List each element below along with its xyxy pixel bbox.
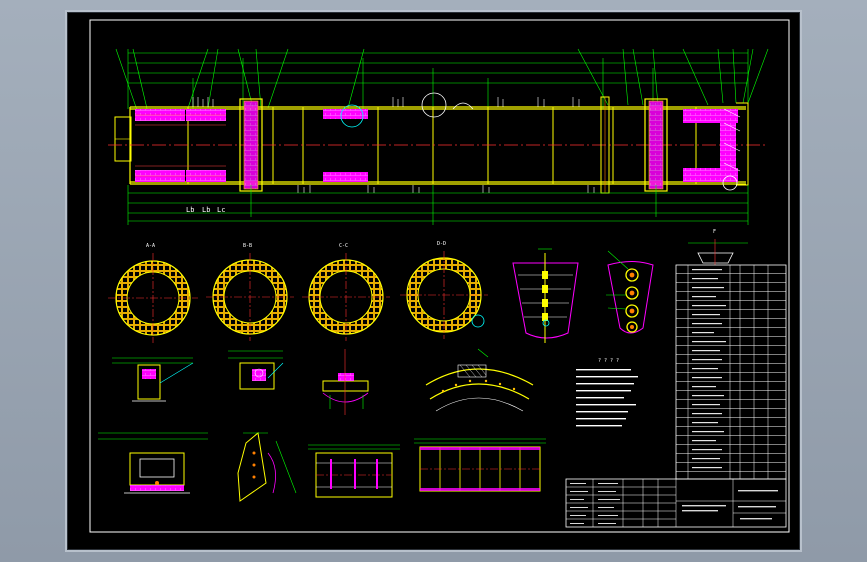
section-a[interactable]: A-A	[108, 243, 198, 343]
section-a-label: A-A	[146, 243, 155, 249]
section-b[interactable]: B-B	[206, 243, 294, 341]
parts-list-table[interactable]	[675, 264, 787, 480]
dim-mark-lb2: Lb	[202, 206, 210, 214]
detail-flight[interactable]	[237, 432, 297, 502]
section-c-label: C-C	[339, 243, 348, 249]
shell-ticks	[192, 97, 595, 193]
detail-arc-lining[interactable]	[425, 348, 534, 412]
dim-mark-lb1: Lb	[186, 206, 194, 214]
detail-support[interactable]	[98, 432, 208, 494]
detail-seal-1[interactable]	[112, 357, 194, 402]
kiln-shell	[129, 106, 746, 185]
drawing-svg: Lb Lb Lc A-A B-B	[89, 19, 790, 533]
detail-spreader[interactable]	[414, 438, 546, 492]
drawing-frame	[89, 19, 790, 533]
section-views[interactable]: A-A B-B C-C	[108, 241, 488, 343]
refractory-lining	[135, 109, 738, 182]
detail-circles	[340, 92, 474, 128]
view-f[interactable]: F	[688, 229, 748, 265]
section-d[interactable]: D-D	[400, 241, 488, 339]
parts-list-entries	[692, 269, 726, 469]
technical-notes: ? ? ? ?	[576, 358, 638, 427]
brick-fan-detail[interactable]	[512, 248, 579, 343]
notes-title: ? ? ? ?	[598, 358, 619, 364]
section-b-label: B-B	[243, 243, 252, 249]
section-d-label: D-D	[437, 241, 446, 247]
kiln-elevation[interactable]: Lb Lb Lc	[108, 48, 769, 225]
roller-chain-detail[interactable]	[606, 250, 654, 334]
part-leaders-top	[115, 48, 769, 114]
drawing-canvas[interactable]: Lb Lb Lc A-A B-B	[68, 13, 799, 549]
bottom-dimensions	[127, 185, 749, 225]
shell-joints	[187, 107, 697, 184]
detail-thrust[interactable]	[322, 349, 369, 415]
top-dimensions	[127, 49, 749, 109]
title-block[interactable]	[565, 478, 787, 528]
section-c[interactable]: C-C	[302, 243, 390, 341]
dim-mark-lc: Lc	[217, 206, 225, 214]
view-f-label: F	[713, 229, 716, 235]
detail-gear-plan[interactable]	[308, 444, 400, 498]
detail-seal-2[interactable]	[228, 350, 284, 390]
discharge-hood[interactable]	[720, 102, 749, 191]
lining-stripes	[135, 114, 226, 177]
